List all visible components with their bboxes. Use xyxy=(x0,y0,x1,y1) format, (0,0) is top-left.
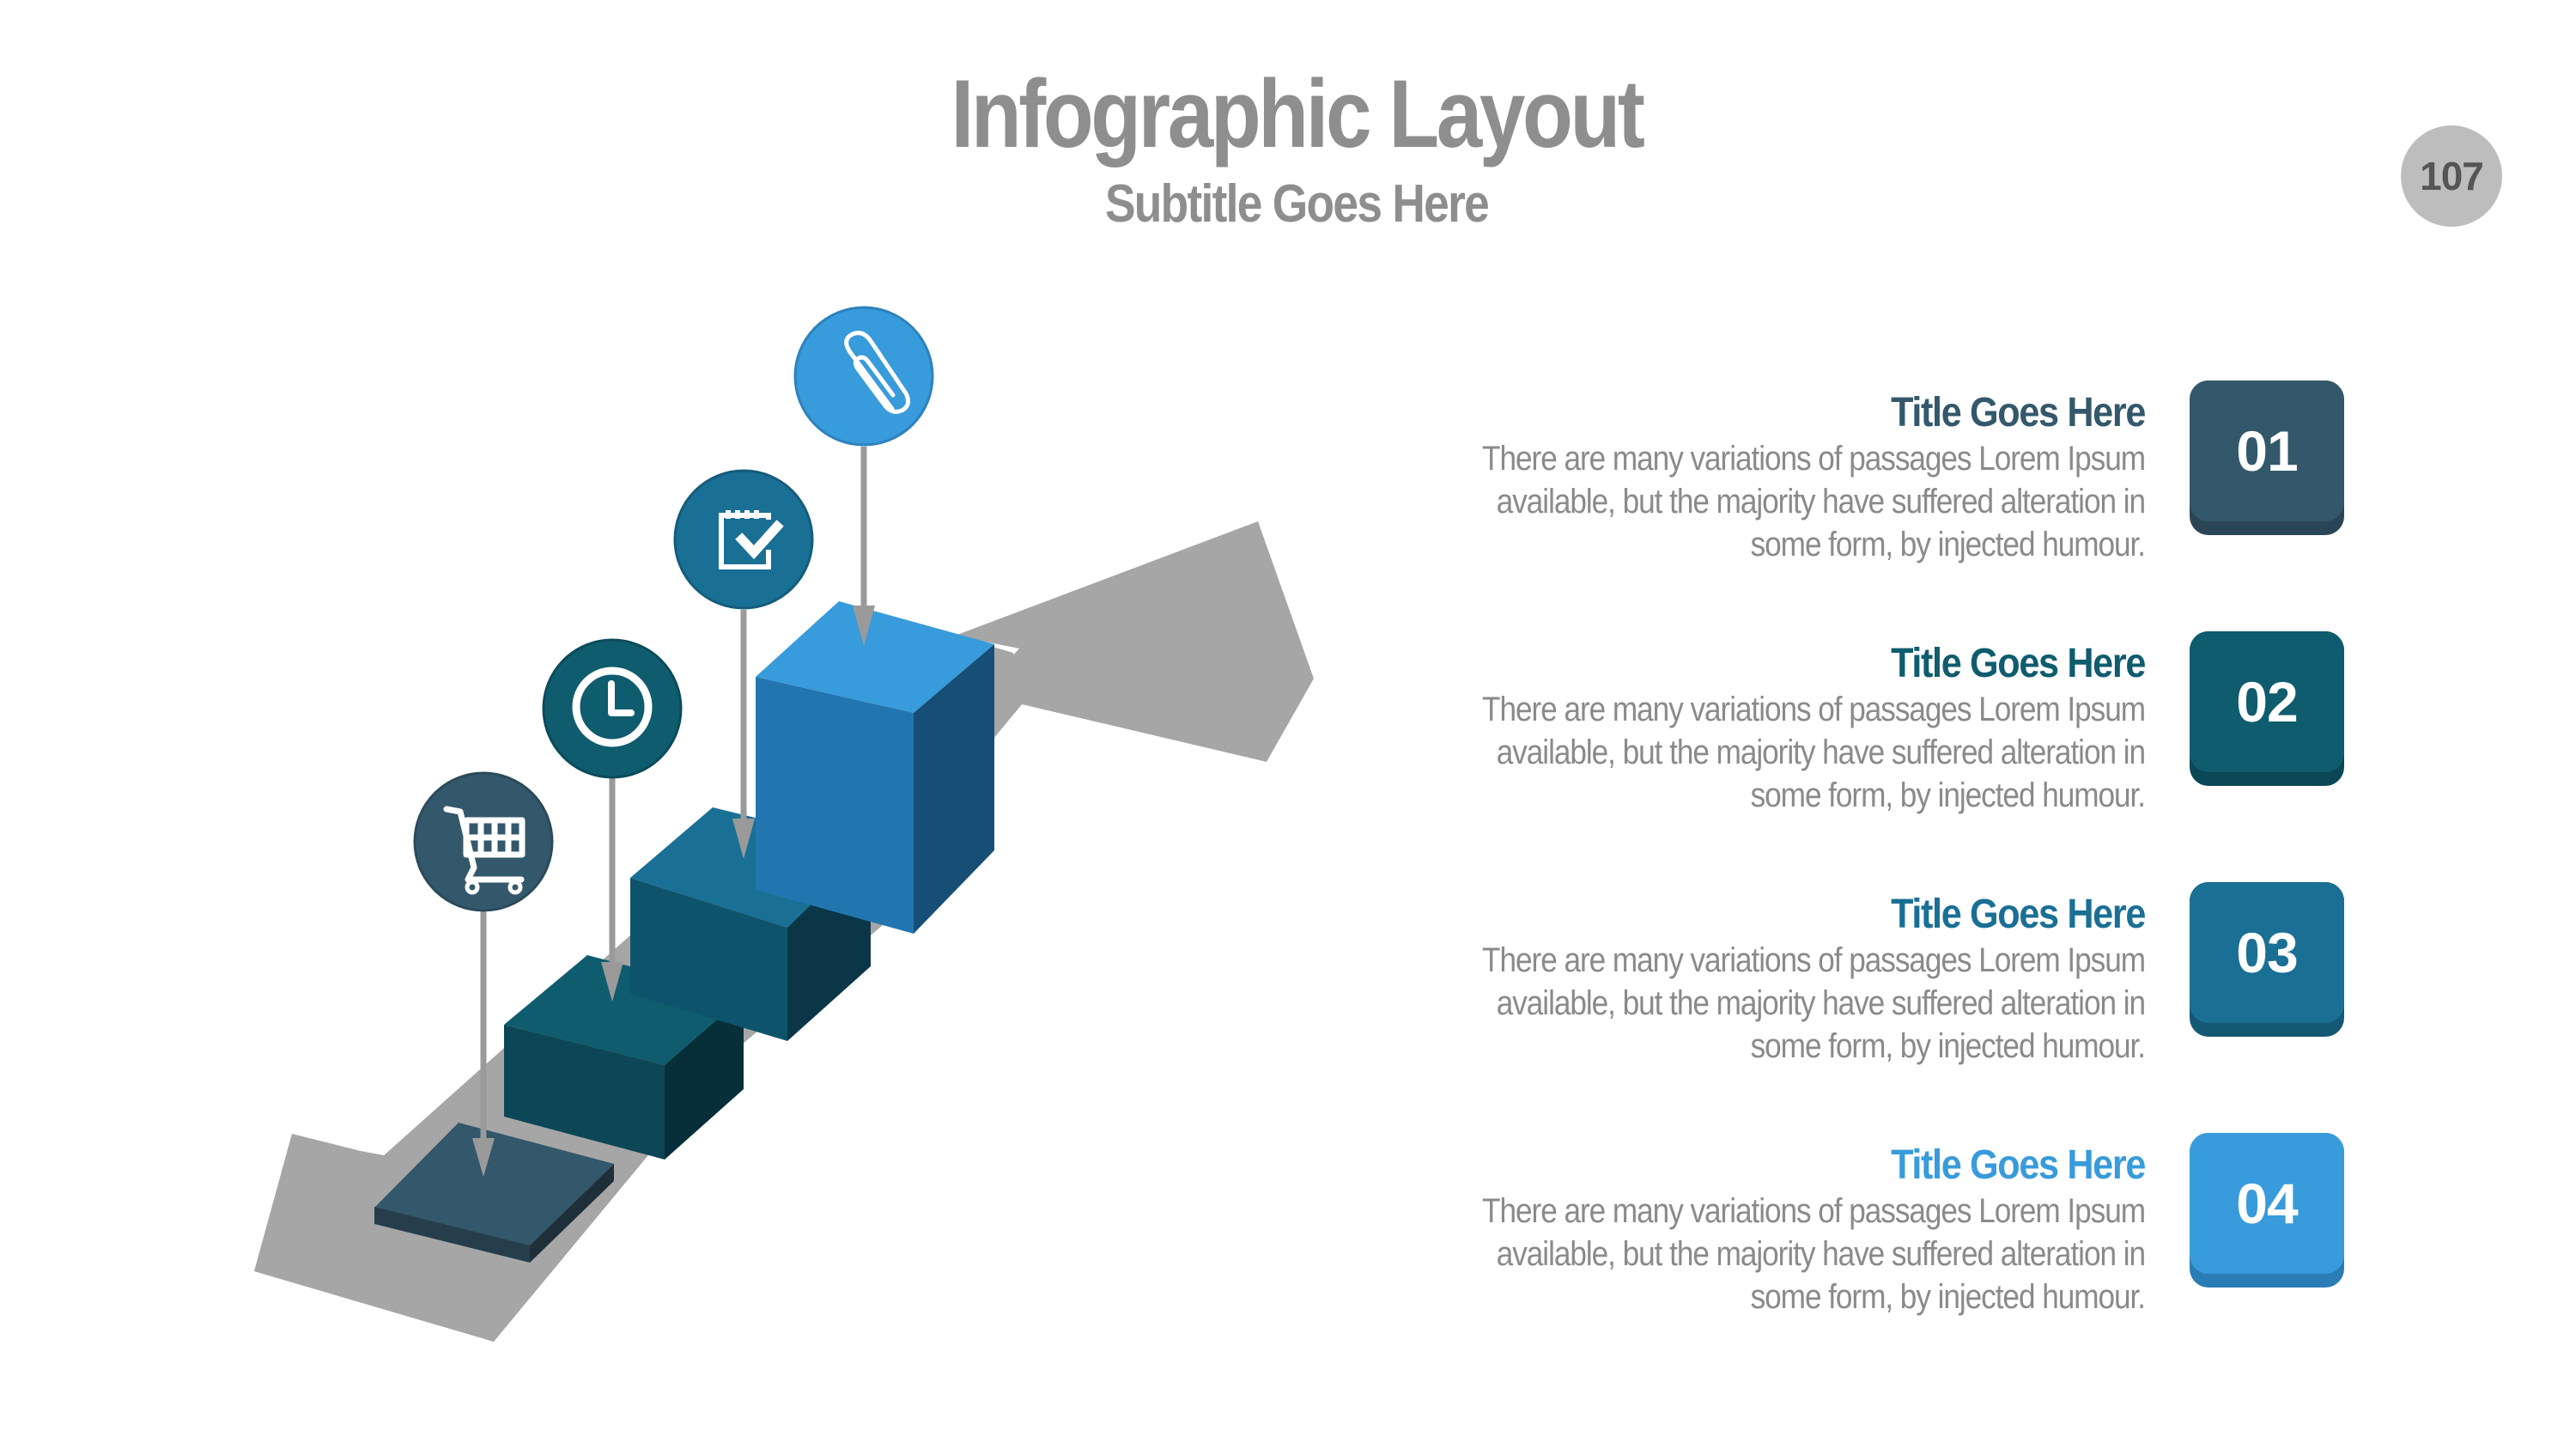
pointer-arrows xyxy=(472,447,875,1177)
description-line: There are many variations of passages Lo… xyxy=(1482,1192,2146,1230)
description-line: available, but the majority have suffere… xyxy=(1496,483,2146,521)
shopping-cart-icon xyxy=(413,771,554,912)
step-item-1: Title Goes Here There are many variation… xyxy=(1340,381,2353,563)
description-line: some form, by injected humour. xyxy=(1750,1278,2146,1316)
step-item-text: Title Goes Here There are many variation… xyxy=(1372,389,2146,566)
step-description: There are many variations of passages Lo… xyxy=(1465,939,2146,1068)
step-number: 01 xyxy=(2190,381,2344,521)
description-line: some form, by injected humour. xyxy=(1750,776,2146,814)
step-item-3: Title Goes Here There are many variation… xyxy=(1340,882,2353,1065)
step-title: Title Goes Here xyxy=(1891,641,2146,686)
step-number-badge: 04 xyxy=(2190,1133,2344,1288)
step-title: Title Goes Here xyxy=(1891,1142,2146,1188)
step-1-block xyxy=(374,1123,614,1263)
step-title: Title Goes Here xyxy=(1891,390,2146,435)
description-line: some form, by injected humour. xyxy=(1750,526,2146,563)
page-number-badge: 107 xyxy=(2401,125,2502,227)
step-item-text: Title Goes Here There are many variation… xyxy=(1372,1142,2146,1318)
description-line: some form, by injected humour. xyxy=(1750,1027,2146,1065)
step-item-4: Title Goes Here There are many variation… xyxy=(1340,1133,2353,1316)
description-line: There are many variations of passages Lo… xyxy=(1482,440,2146,478)
description-line: available, but the majority have suffere… xyxy=(1496,734,2146,771)
paperclip-icon xyxy=(793,306,934,447)
step-item-2: Title Goes Here There are many variation… xyxy=(1340,631,2353,814)
description-line: There are many variations of passages Lo… xyxy=(1482,941,2146,979)
description-line: available, but the majority have suffere… xyxy=(1496,1235,2146,1273)
step-title: Title Goes Here xyxy=(1891,892,2146,937)
step-4-block xyxy=(756,601,994,934)
page-subtitle: Subtitle Goes Here xyxy=(1104,174,1490,234)
step-number-badge: 02 xyxy=(2190,631,2344,786)
step-description: There are many variations of passages Lo… xyxy=(1465,437,2146,566)
step-item-text: Title Goes Here There are many variation… xyxy=(1372,640,2146,817)
description-line: There are many variations of passages Lo… xyxy=(1482,691,2146,728)
step-description: There are many variations of passages Lo… xyxy=(1465,1190,2146,1318)
step-number: 02 xyxy=(2190,631,2344,772)
step-description: There are many variations of passages Lo… xyxy=(1465,688,2146,817)
checklist-icon xyxy=(673,469,814,610)
step-number: 03 xyxy=(2190,882,2344,1023)
step-number: 04 xyxy=(2190,1133,2344,1274)
step-number-badge: 03 xyxy=(2190,882,2344,1037)
step-number-badge: 01 xyxy=(2190,381,2344,535)
description-line: available, but the majority have suffere… xyxy=(1496,984,2146,1022)
step-item-text: Title Goes Here There are many variation… xyxy=(1372,891,2146,1068)
page-title: Infographic Layout xyxy=(951,60,1645,167)
clock-icon xyxy=(542,638,683,779)
